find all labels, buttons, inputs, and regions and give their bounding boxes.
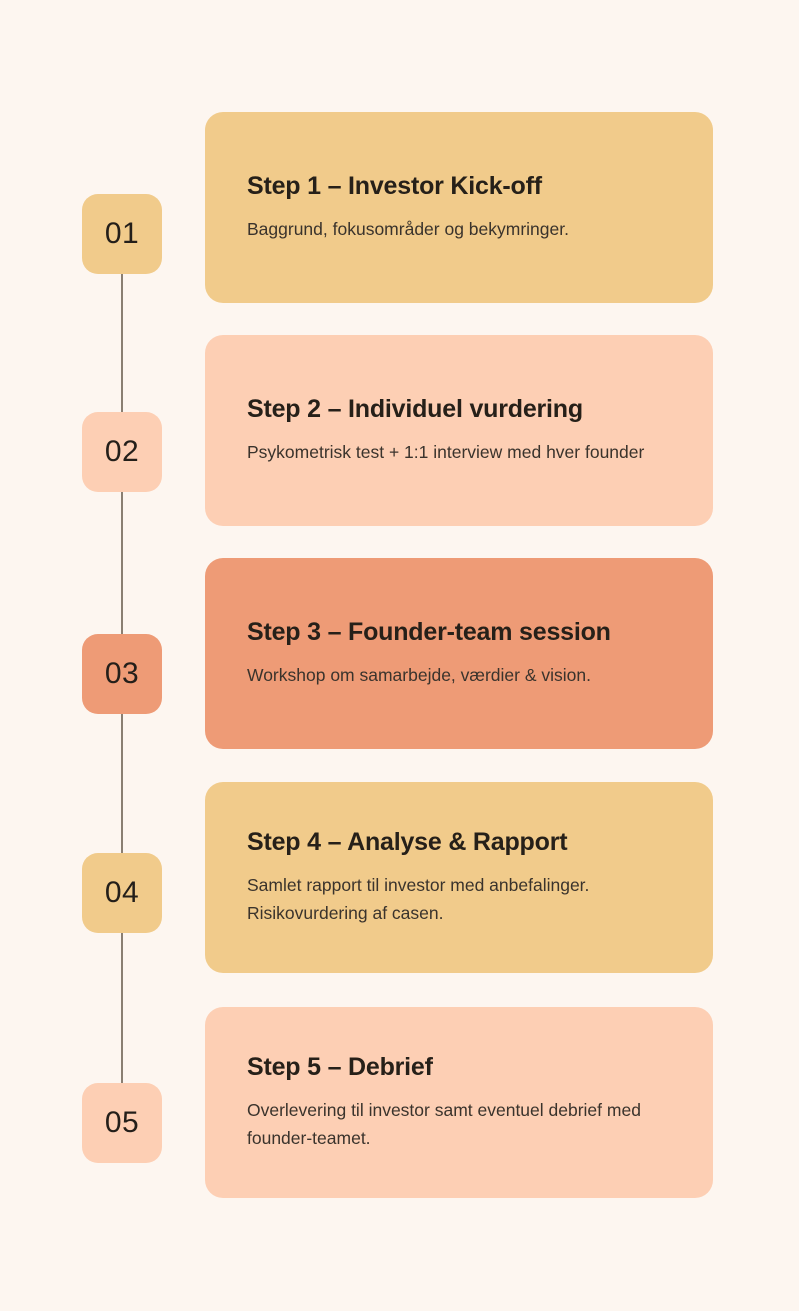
step-number-badge[interactable]: 02 <box>82 412 162 492</box>
step-card-title: Step 2 – Individuel vurdering <box>247 394 583 423</box>
step-number-badge[interactable]: 04 <box>82 853 162 933</box>
step-card-title: Step 4 – Analyse & Rapport <box>247 827 568 856</box>
step-card-title: Step 1 – Investor Kick-off <box>247 171 542 200</box>
step-number-badge[interactable]: 05 <box>82 1083 162 1163</box>
step-number-badge[interactable]: 01 <box>82 194 162 274</box>
step-card-description: Samlet rapport til investor med anbefali… <box>247 874 590 923</box>
step-number-badge[interactable]: 03 <box>82 634 162 714</box>
step-card-title: Step 5 – Debrief <box>247 1052 433 1081</box>
step-card-description: Workshop om samarbejde, værdier & vision… <box>247 664 591 685</box>
step-card-title: Step 3 – Founder-team session <box>247 617 611 646</box>
step-card-description: Psykometrisk test + 1:1 interview med hv… <box>247 441 645 462</box>
step-card-description: Overlevering til investor samt eventuel … <box>247 1099 641 1148</box>
step-card-description: Baggrund, fokusområder og bekymringer. <box>247 218 569 239</box>
